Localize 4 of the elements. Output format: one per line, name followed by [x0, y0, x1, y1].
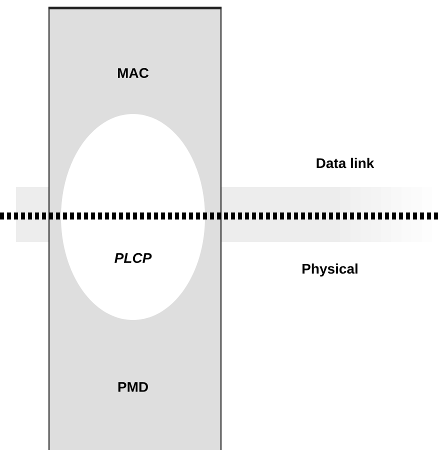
layer-name: Data link: [316, 158, 374, 168]
layer-label: PMD: [118, 382, 148, 392]
layer-name: Physical: [302, 263, 358, 277]
layer-label: MAC: [118, 68, 149, 78]
